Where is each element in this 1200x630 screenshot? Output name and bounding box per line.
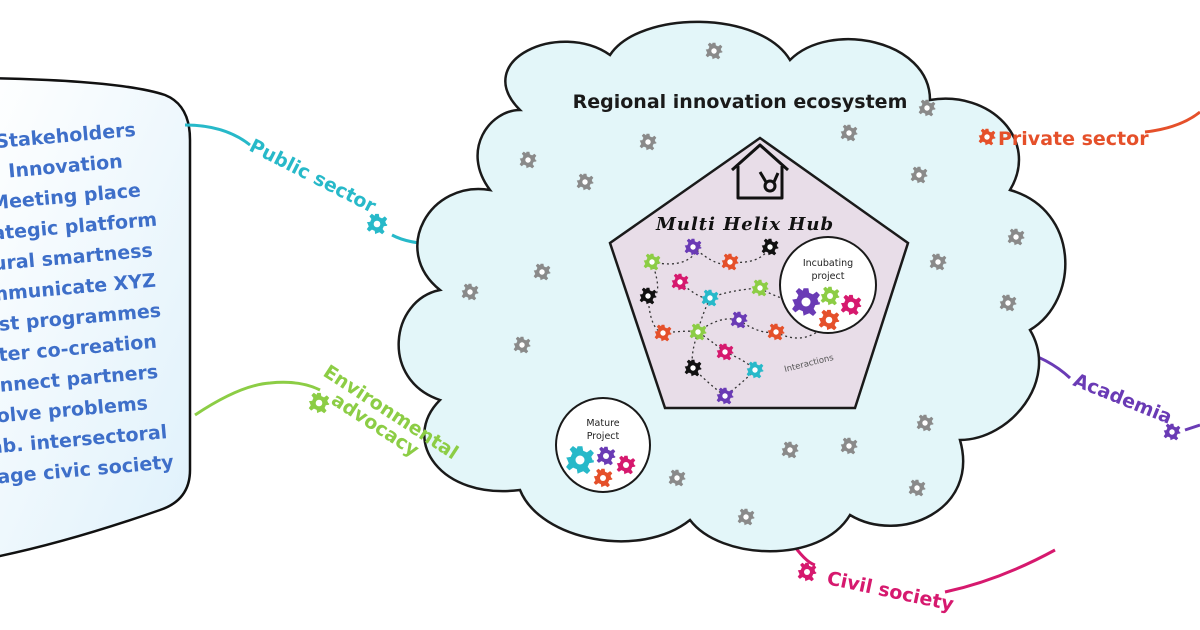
mature-project: Mature Project [555,397,651,493]
smart-home-icon [731,143,789,200]
incubating-label-2: project [812,271,845,282]
public-connector-left [184,123,251,147]
env-connector-left [194,380,321,417]
academia-connector-right [1184,423,1200,432]
civil-connector-right [944,548,1056,594]
environmental-gear-icon [308,392,330,414]
private-connector-right [1144,110,1200,134]
mature-label-2: Project [587,431,620,442]
hub-title: Multi Helix Hub [655,214,834,235]
mature-label-1: Mature [586,418,619,429]
ecosystem-title: Regional innovation ecosystem [573,91,908,113]
public-sector-label: Public sector [246,135,380,218]
multi-helix-hub: Multi Helix Hub Interactions Incubating [608,136,910,410]
civil-society-label: Civil society [825,567,956,615]
private-sector-label: Private sector [998,128,1149,150]
incubating-label-1: Incubating [803,258,853,269]
academia-label: Academia [1070,369,1175,429]
